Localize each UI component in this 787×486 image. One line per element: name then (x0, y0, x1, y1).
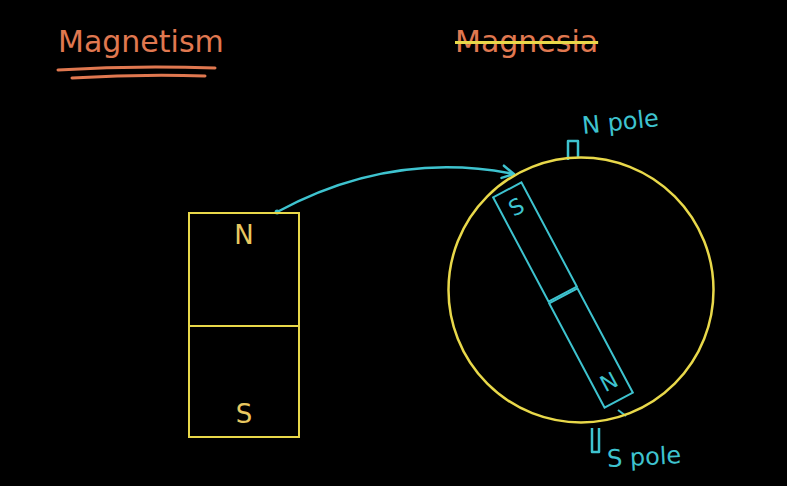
pole-letter: N (234, 220, 253, 251)
pole-label: N pole (581, 104, 661, 141)
circle-outline (447, 155, 715, 425)
earth-circle: N poleS poleSN (447, 155, 715, 425)
pole-letter: S (236, 399, 253, 430)
magnet-half: S (188, 325, 300, 438)
compass-magnet-half: N (548, 287, 634, 409)
pole-label: S pole (606, 441, 682, 474)
circle-outline (449, 158, 714, 423)
title-underline (58, 67, 215, 70)
title: Magnetism (58, 24, 224, 60)
pole-marker (592, 428, 599, 452)
magnet-half: N (188, 212, 300, 327)
title-underline (72, 75, 205, 78)
pole-letter: N (596, 367, 623, 398)
pole-letter: S (504, 193, 529, 223)
crossed-out-word: Magnesia (455, 24, 598, 60)
compass-magnet-half: S (492, 181, 578, 303)
